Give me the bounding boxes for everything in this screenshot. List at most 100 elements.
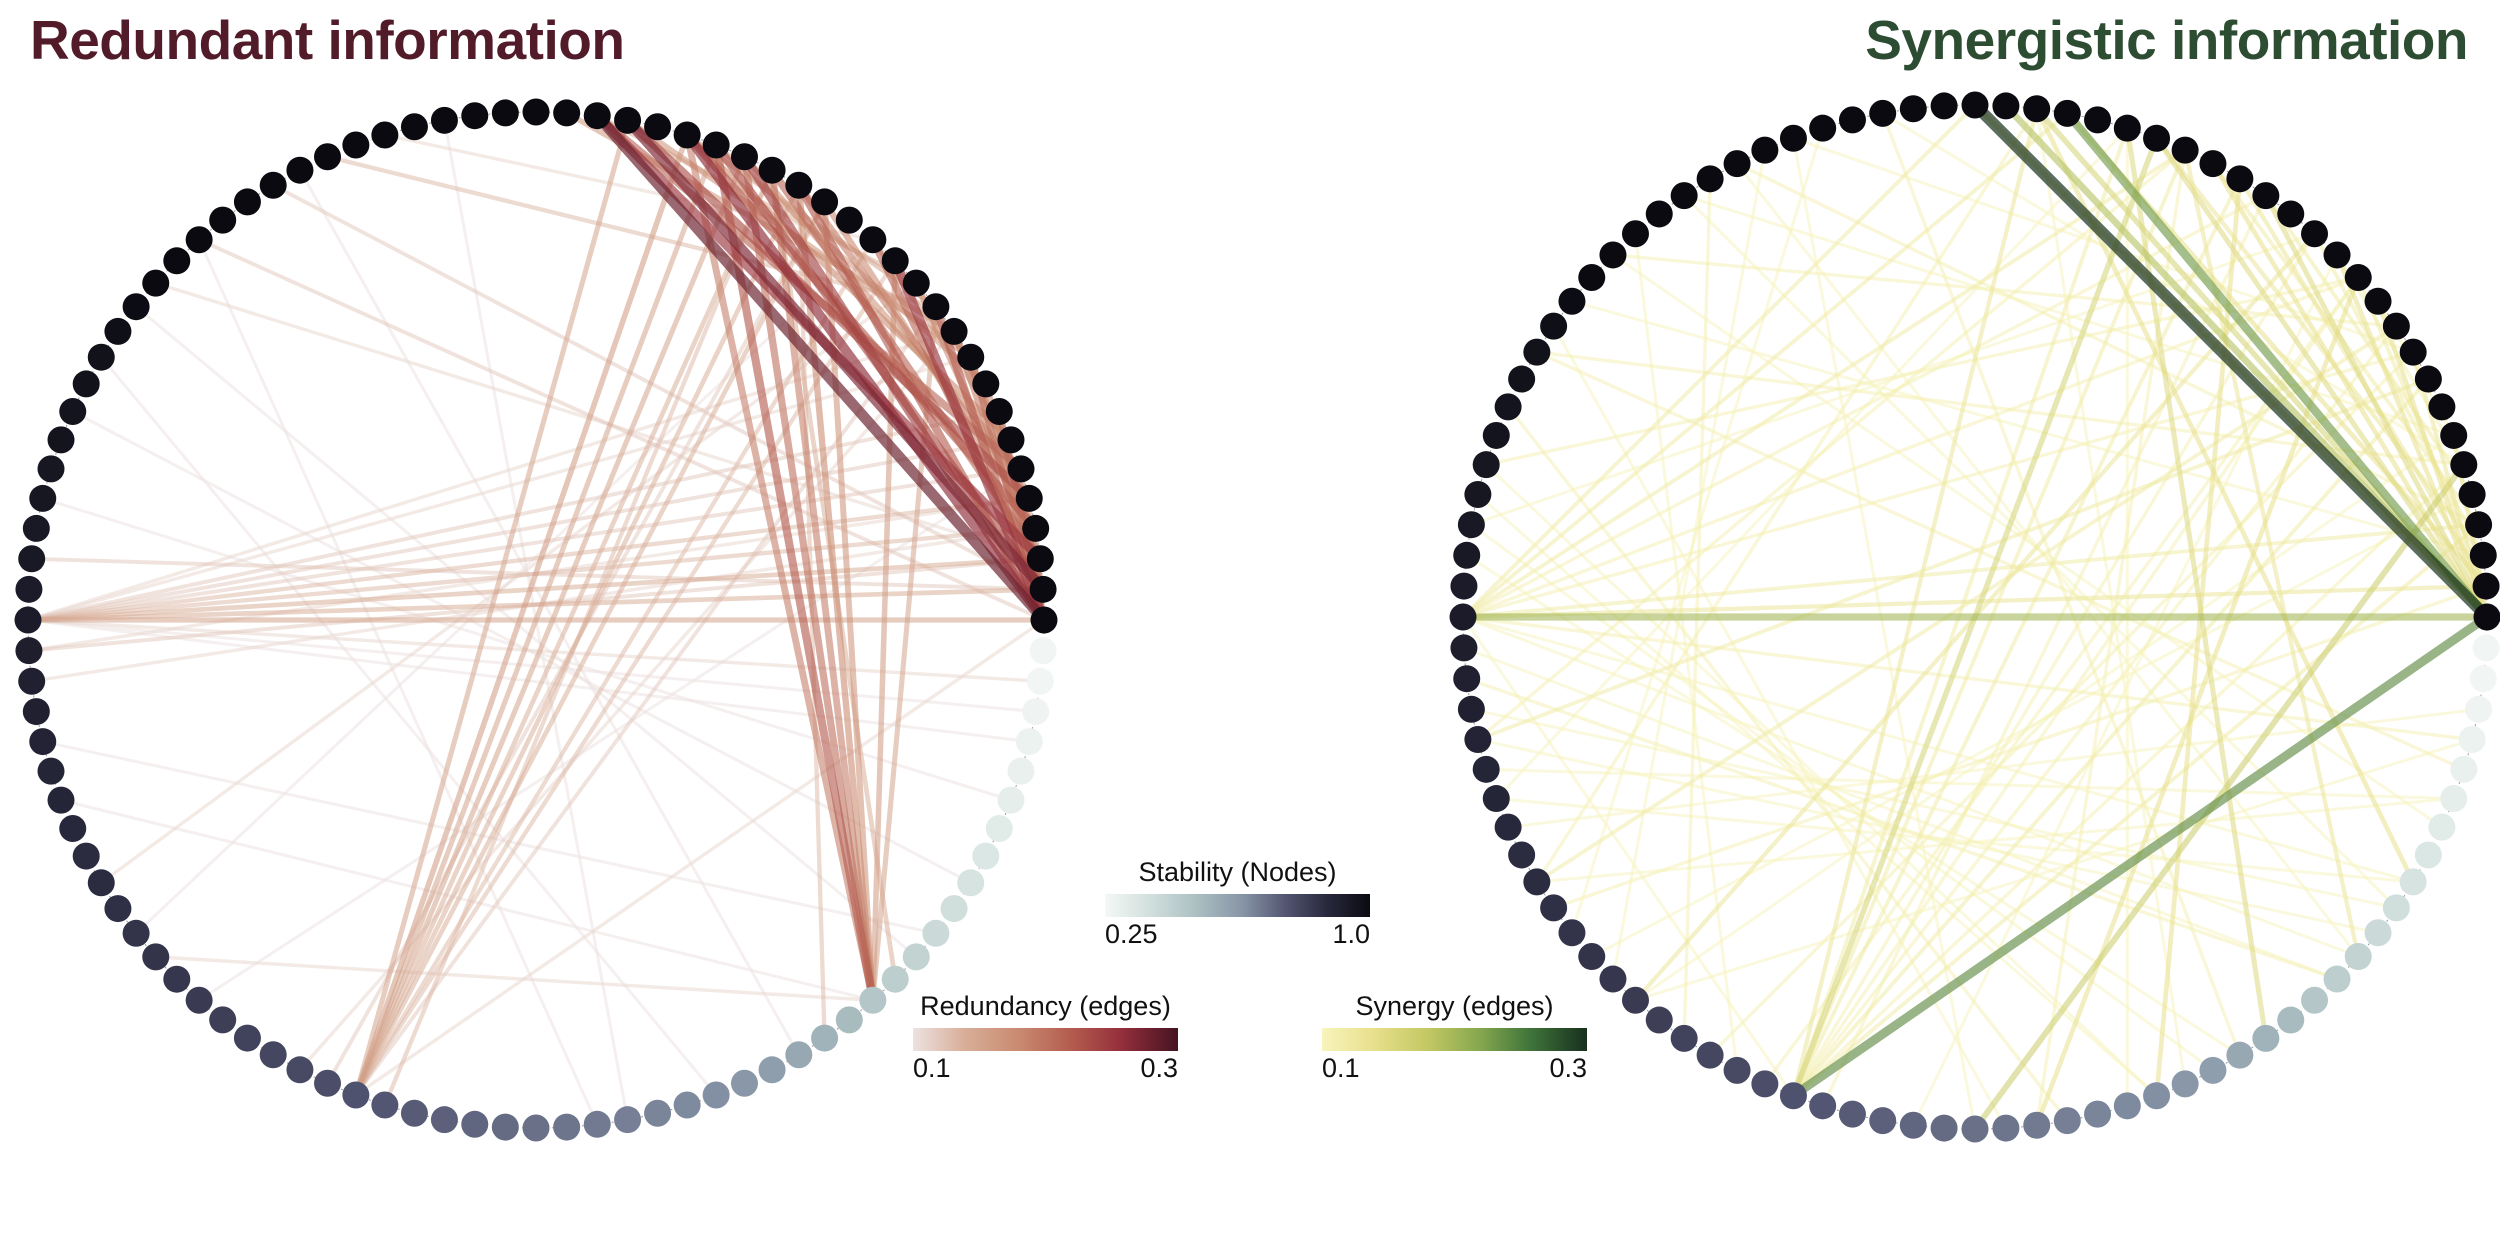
network-node — [940, 317, 968, 345]
network-edge — [1475, 377, 2431, 742]
network-node — [1007, 455, 1035, 483]
network-node — [1696, 1041, 1724, 1069]
network-node — [2465, 695, 2493, 723]
network-node — [259, 171, 287, 199]
network-node — [1030, 606, 1058, 634]
network-node — [461, 102, 489, 130]
network-node — [2252, 182, 2280, 210]
legend-redundancy-title: Redundancy (edges) — [920, 991, 1171, 1021]
network-node — [1779, 1082, 1807, 1110]
network-node — [811, 1024, 839, 1052]
network-node — [2469, 541, 2497, 569]
network-node — [1015, 484, 1043, 512]
network-edge — [26, 466, 1023, 622]
network-node — [2084, 1100, 2112, 1128]
stability-tick-min: 0.25 — [1105, 918, 1158, 949]
network-edge — [1880, 111, 2242, 1057]
network-node — [1621, 986, 1649, 1014]
network-node — [2023, 1111, 2051, 1139]
network-node — [2323, 965, 2351, 993]
network-node — [1007, 757, 1035, 785]
network-node — [1022, 698, 1050, 726]
legend-synergy-title: Synergy (edges) — [1355, 991, 1554, 1021]
network-node — [1453, 541, 1481, 569]
network-node — [730, 143, 758, 171]
network-node — [461, 1110, 489, 1138]
network-node — [15, 637, 43, 665]
legend-redundancy: Redundancy (edges) 0.1 0.3 — [913, 991, 1178, 1084]
network-edge — [740, 152, 1049, 625]
network-node — [122, 919, 150, 947]
network-node — [1453, 665, 1481, 693]
network-node — [1540, 894, 1568, 922]
network-edge — [353, 237, 876, 1098]
network-node — [997, 786, 1025, 814]
network-edge — [2154, 176, 2243, 1099]
network-node — [902, 269, 930, 297]
network-node — [702, 1081, 730, 1109]
network-node — [1464, 480, 1492, 508]
network-node — [2344, 263, 2372, 291]
network-edge — [1461, 522, 2481, 619]
network-edge — [354, 618, 1046, 1097]
network-node — [491, 99, 519, 127]
network-node — [1899, 1111, 1927, 1139]
network-edge — [1708, 350, 2415, 1057]
network-edge — [353, 199, 827, 1098]
network-node — [430, 1106, 458, 1134]
network-node — [997, 426, 1025, 454]
network-node — [2143, 1082, 2171, 1110]
network-node — [371, 1091, 399, 1119]
network-node — [2023, 95, 2051, 123]
network-node — [1838, 1100, 1866, 1128]
network-edge — [1791, 126, 2130, 1098]
network-node — [2252, 1024, 2280, 1052]
network-node — [47, 786, 75, 814]
network-node — [972, 842, 1000, 870]
network-node — [1809, 114, 1837, 142]
synergy-tick-min: 0.1 — [1322, 1052, 1360, 1083]
network-node — [972, 370, 1000, 398]
network-node — [1472, 755, 1500, 783]
network-node — [922, 919, 950, 947]
network-node — [835, 1006, 863, 1034]
network-node — [1494, 813, 1522, 841]
network-node — [1723, 150, 1751, 178]
network-node — [1645, 200, 1673, 228]
network-edge — [2034, 106, 2416, 885]
network-node — [163, 965, 191, 993]
synergistic-network — [1449, 91, 2500, 1143]
network-node — [59, 814, 87, 842]
stability-tick-max: 1.0 — [1332, 918, 1370, 949]
network-node — [644, 1099, 672, 1127]
redundancy-tick-max: 0.3 — [1140, 1052, 1178, 1083]
network-edge — [1570, 126, 1825, 935]
network-node — [1026, 545, 1054, 573]
network-edge — [353, 167, 775, 1098]
network-node — [314, 1069, 342, 1097]
legend-stability: Stability (Nodes) 0.25 1.0 — [1105, 857, 1370, 950]
network-node — [29, 728, 57, 756]
network-node — [1029, 637, 1057, 665]
network-edge — [353, 132, 690, 1098]
network-edge — [682, 130, 1049, 625]
network-node — [2450, 451, 2478, 479]
redundant-network — [14, 98, 1058, 1142]
network-node — [1578, 263, 1606, 291]
network-edge — [1791, 462, 2466, 1098]
network-node — [286, 1056, 314, 1084]
network-node — [2053, 1107, 2081, 1135]
network-edge — [26, 618, 1043, 683]
network-edge — [1476, 148, 2187, 742]
network-node — [522, 1114, 550, 1142]
network-node — [2301, 986, 2329, 1014]
network-node — [957, 869, 985, 897]
network-node — [2199, 1056, 2227, 1084]
network-edge — [25, 556, 1043, 623]
synergistic-title: Synergistic information — [1865, 9, 2468, 71]
network-node — [59, 398, 87, 426]
network-edge — [1461, 111, 2070, 619]
redundancy-colorbar — [913, 1027, 1178, 1051]
network-node — [1015, 728, 1043, 756]
